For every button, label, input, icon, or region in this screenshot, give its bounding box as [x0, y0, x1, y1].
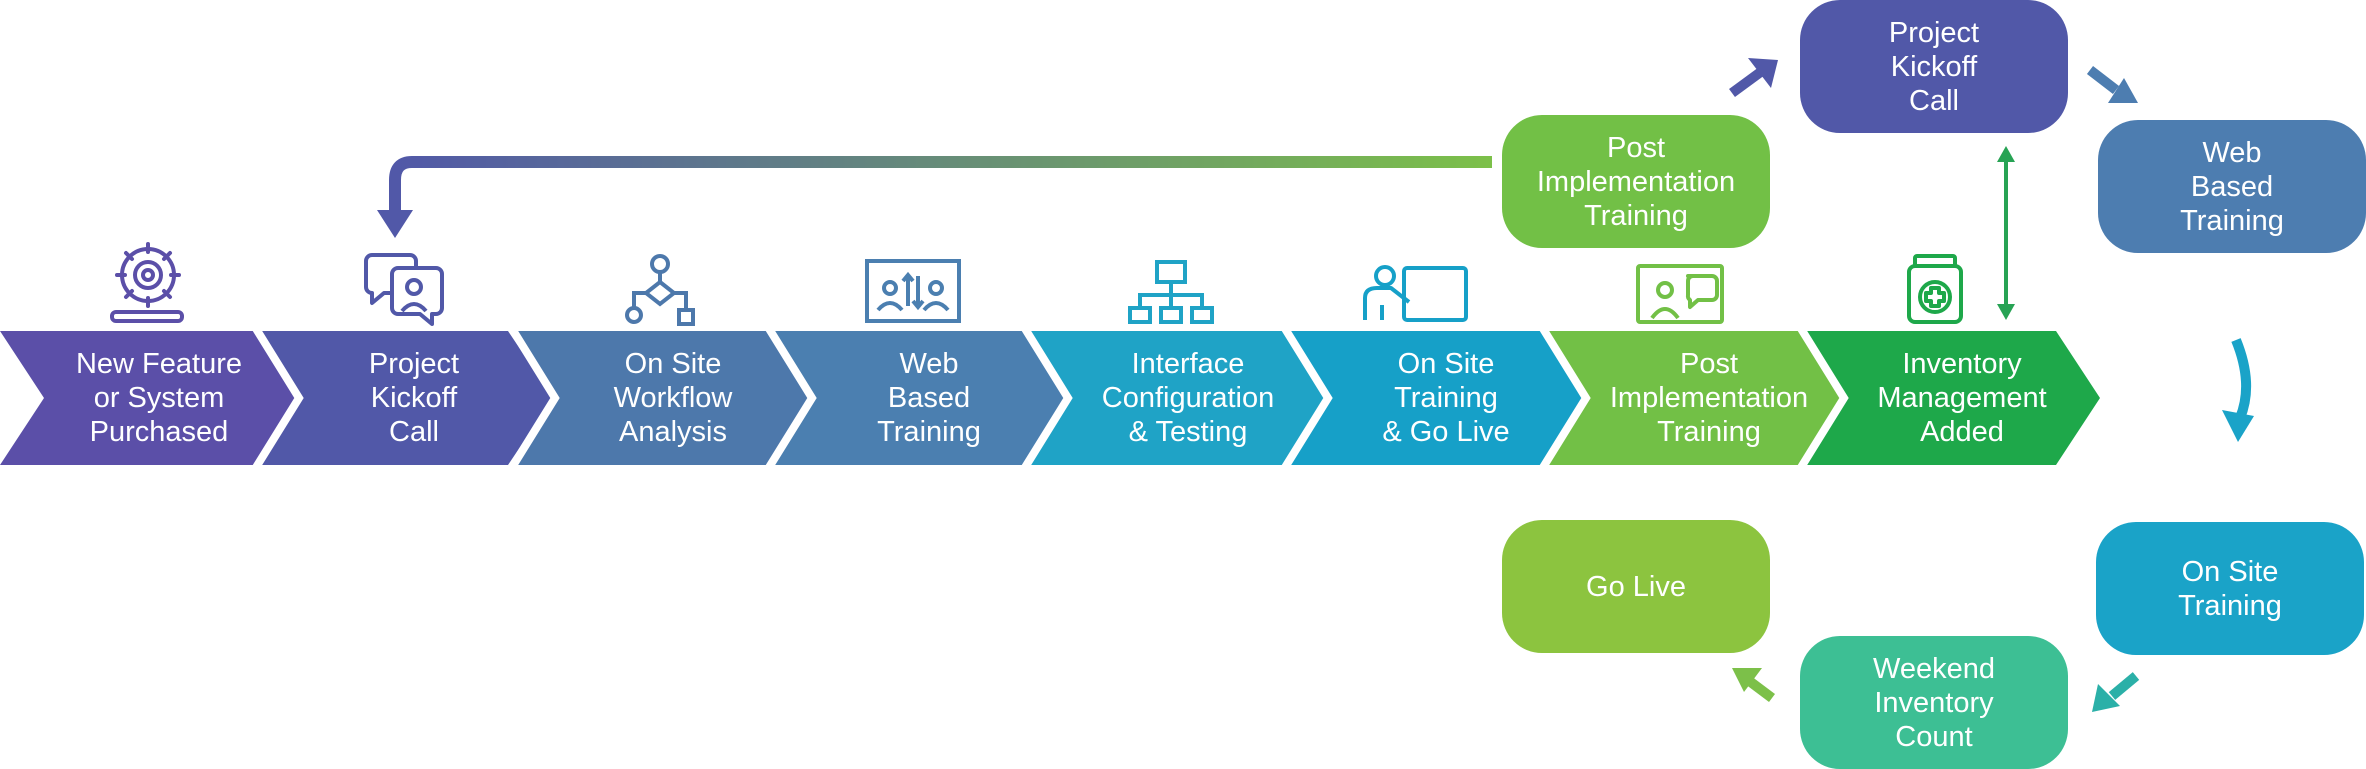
arrow-to-web-based-training: [2086, 66, 2138, 103]
cycle-box-weekend-inventory-count: Weekend Inventory Count: [1800, 636, 2068, 769]
video-call-icon: [865, 259, 961, 323]
timeline-step-4-label: Web Based Training: [877, 348, 981, 448]
chevron-step-2: [255, 331, 553, 465]
chat-bubbles-icon: [364, 253, 444, 326]
curve-arrow-to-on-site-training: [2222, 338, 2254, 442]
cycle-box-label: Project Kickoff Call: [1888, 16, 1980, 117]
medicine-jar-icon: [1907, 254, 1963, 324]
chevron-step-8: [1800, 331, 2100, 465]
cycle-box-label: On Site Training: [2178, 555, 2282, 622]
cycle-box-label: Web Based Training: [2180, 136, 2284, 237]
cycle-box-project-kickoff-call: Project Kickoff Call: [1800, 0, 2068, 133]
cycle-box-on-site-training: On Site Training: [2096, 522, 2364, 655]
cycle-box-go-live: Go Live: [1502, 520, 1770, 653]
arrow-to-project-kickoff: [1729, 58, 1778, 98]
org-chart-icon: [1128, 260, 1214, 324]
timeline-step-3-label: On Site Workflow Analysis: [613, 348, 733, 448]
cycle-box-post-implementation-training: Post Implementation Training: [1502, 115, 1770, 248]
timeline-step-8-label: Inventory Management Added: [1877, 348, 2047, 448]
arrow-to-go-live: [1732, 668, 1775, 702]
timeline-chevrons: [0, 324, 2100, 472]
chevron-step-3: [511, 331, 812, 465]
cycle-box-label: Post Implementation Training: [1536, 131, 1736, 232]
timeline-step-6-label: On Site Training & Go Live: [1382, 348, 1510, 448]
timeline-step-2-label: Project Kickoff Call: [368, 348, 460, 448]
timeline-step-7-label: Post Implementation Training: [1609, 348, 1809, 448]
cycle-box-label: Weekend Inventory Count: [1873, 652, 1995, 753]
chevron-step-7: [1542, 331, 1844, 465]
chat-screen-icon: [1636, 264, 1724, 324]
vertical-double-arrow: [1997, 146, 2015, 320]
presentation-icon: [1363, 265, 1468, 322]
cycle-box-label: Go Live: [1586, 570, 1686, 603]
flowchart-icon: [625, 254, 695, 326]
gear-icon: [110, 242, 184, 323]
arrow-to-weekend-inventory-count: [2092, 672, 2140, 712]
timeline-step-5-label: Interface Configuration & Testing: [1101, 348, 1275, 448]
chevron-step-1: [0, 331, 299, 465]
chevron-step-5: [1024, 331, 1328, 465]
loop-back-arrow: [377, 156, 1492, 238]
chevron-step-6: [1284, 331, 1586, 465]
cycle-box-web-based-training: Web Based Training: [2098, 120, 2366, 253]
chevron-step-4: [768, 331, 1068, 465]
timeline-step-1-label: New Feature or System Purchased: [75, 348, 242, 448]
